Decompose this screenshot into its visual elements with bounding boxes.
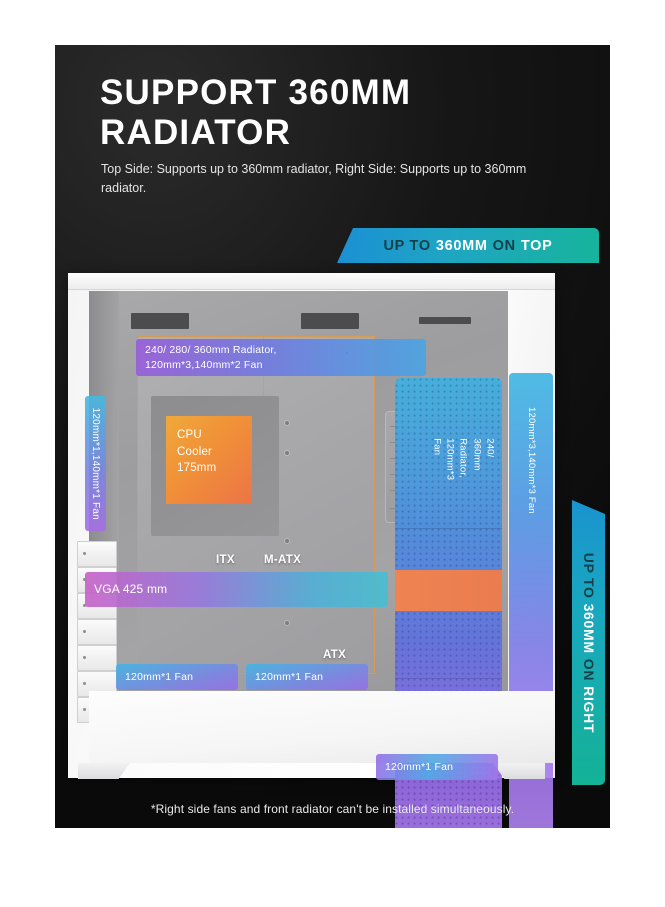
banner-up-to-360mm-on-top: UP TO 360MM ON TOP xyxy=(337,228,599,263)
headline-line-2: RADIATOR xyxy=(100,113,292,153)
callout-vga-length: VGA 425 mm xyxy=(85,572,388,607)
callout-bottom-fan-3: 120mm*1 Fan xyxy=(376,754,498,780)
label-form-factor-atx: ATX xyxy=(323,649,347,661)
pci-slot-cover xyxy=(77,541,117,567)
case-foot xyxy=(493,763,545,779)
banner-top-middle: ON xyxy=(492,237,516,254)
label-form-factor-itx: ITX xyxy=(216,554,235,566)
banner-right-prefix: UP TO xyxy=(580,552,597,599)
standoff xyxy=(285,451,289,455)
callout-side-radiator: 240/ 360mm Radiator, 120mm*3 Fan xyxy=(432,385,496,533)
callout-left-fan: 120mm*1,140mm*1 Fan xyxy=(85,396,106,531)
banner-top-prefix: UP TO xyxy=(383,237,431,254)
pc-case-diagram: 240/ 280/ 360mm Radiator, 120mm*3,140mm*… xyxy=(68,273,555,828)
page-title: SUPPORT 360MM RADIATOR xyxy=(100,73,570,154)
cpu-cooler-line-1: CPU xyxy=(177,429,202,441)
pci-slot-cover xyxy=(77,645,117,671)
callout-cpu-cooler: CPU Cooler 175mm xyxy=(166,416,252,504)
standoff xyxy=(285,421,289,425)
top-mount-slot xyxy=(301,313,359,329)
psu-shroud xyxy=(89,691,555,763)
pci-slot-cover xyxy=(77,619,117,645)
cpu-cooler-line-3: 175mm xyxy=(177,462,217,475)
banner-top-suffix: TOP xyxy=(520,237,553,254)
callout-bottom-fan-2: 120mm*1 Fan xyxy=(246,664,368,690)
label-form-factor-matx: M-ATX xyxy=(264,554,302,566)
top-mount-slot xyxy=(131,313,189,329)
callout-side-radiator-text: 240/ 360mm Radiator, 120mm*3 Fan xyxy=(431,437,496,481)
callout-top-radiator: 240/ 280/ 360mm Radiator, 120mm*3,140mm*… xyxy=(136,339,426,376)
headline-line-1: SUPPORT 360MM xyxy=(100,73,412,112)
banner-right-highlight: 360MM xyxy=(580,603,597,654)
callout-right-fan: 120mm*3,140mm*3 Fan xyxy=(520,385,541,535)
case-foot xyxy=(78,763,130,779)
top-mount-slot xyxy=(419,317,471,324)
promo-panel: SUPPORT 360MM RADIATOR Top Side: Support… xyxy=(55,45,610,828)
gpu-clearance-band xyxy=(395,570,502,611)
banner-right-text: UP TO 360MM ON RIGHT xyxy=(581,552,597,732)
subtitle-text: Top Side: Supports up to 360mm radiator,… xyxy=(101,162,527,196)
banner-right-suffix: RIGHT xyxy=(580,685,597,733)
banner-right-middle: ON xyxy=(580,658,597,681)
callout-right-fan-text: 120mm*3,140mm*3 Fan xyxy=(525,406,537,514)
standoff xyxy=(285,539,289,543)
callout-left-fan-text: 120mm*1,140mm*1 Fan xyxy=(90,407,102,520)
cpu-cooler-line-2: Cooler xyxy=(177,445,213,458)
disclaimer-text: *Right side fans and front radiator can'… xyxy=(150,802,515,816)
standoff xyxy=(285,621,289,625)
banner-top-highlight: 360MM xyxy=(435,237,488,254)
case-top-panel xyxy=(68,273,555,290)
callout-bottom-fan-1: 120mm*1 Fan xyxy=(116,664,238,690)
banner-up-to-360mm-on-right: UP TO 360MM ON RIGHT xyxy=(572,500,605,785)
